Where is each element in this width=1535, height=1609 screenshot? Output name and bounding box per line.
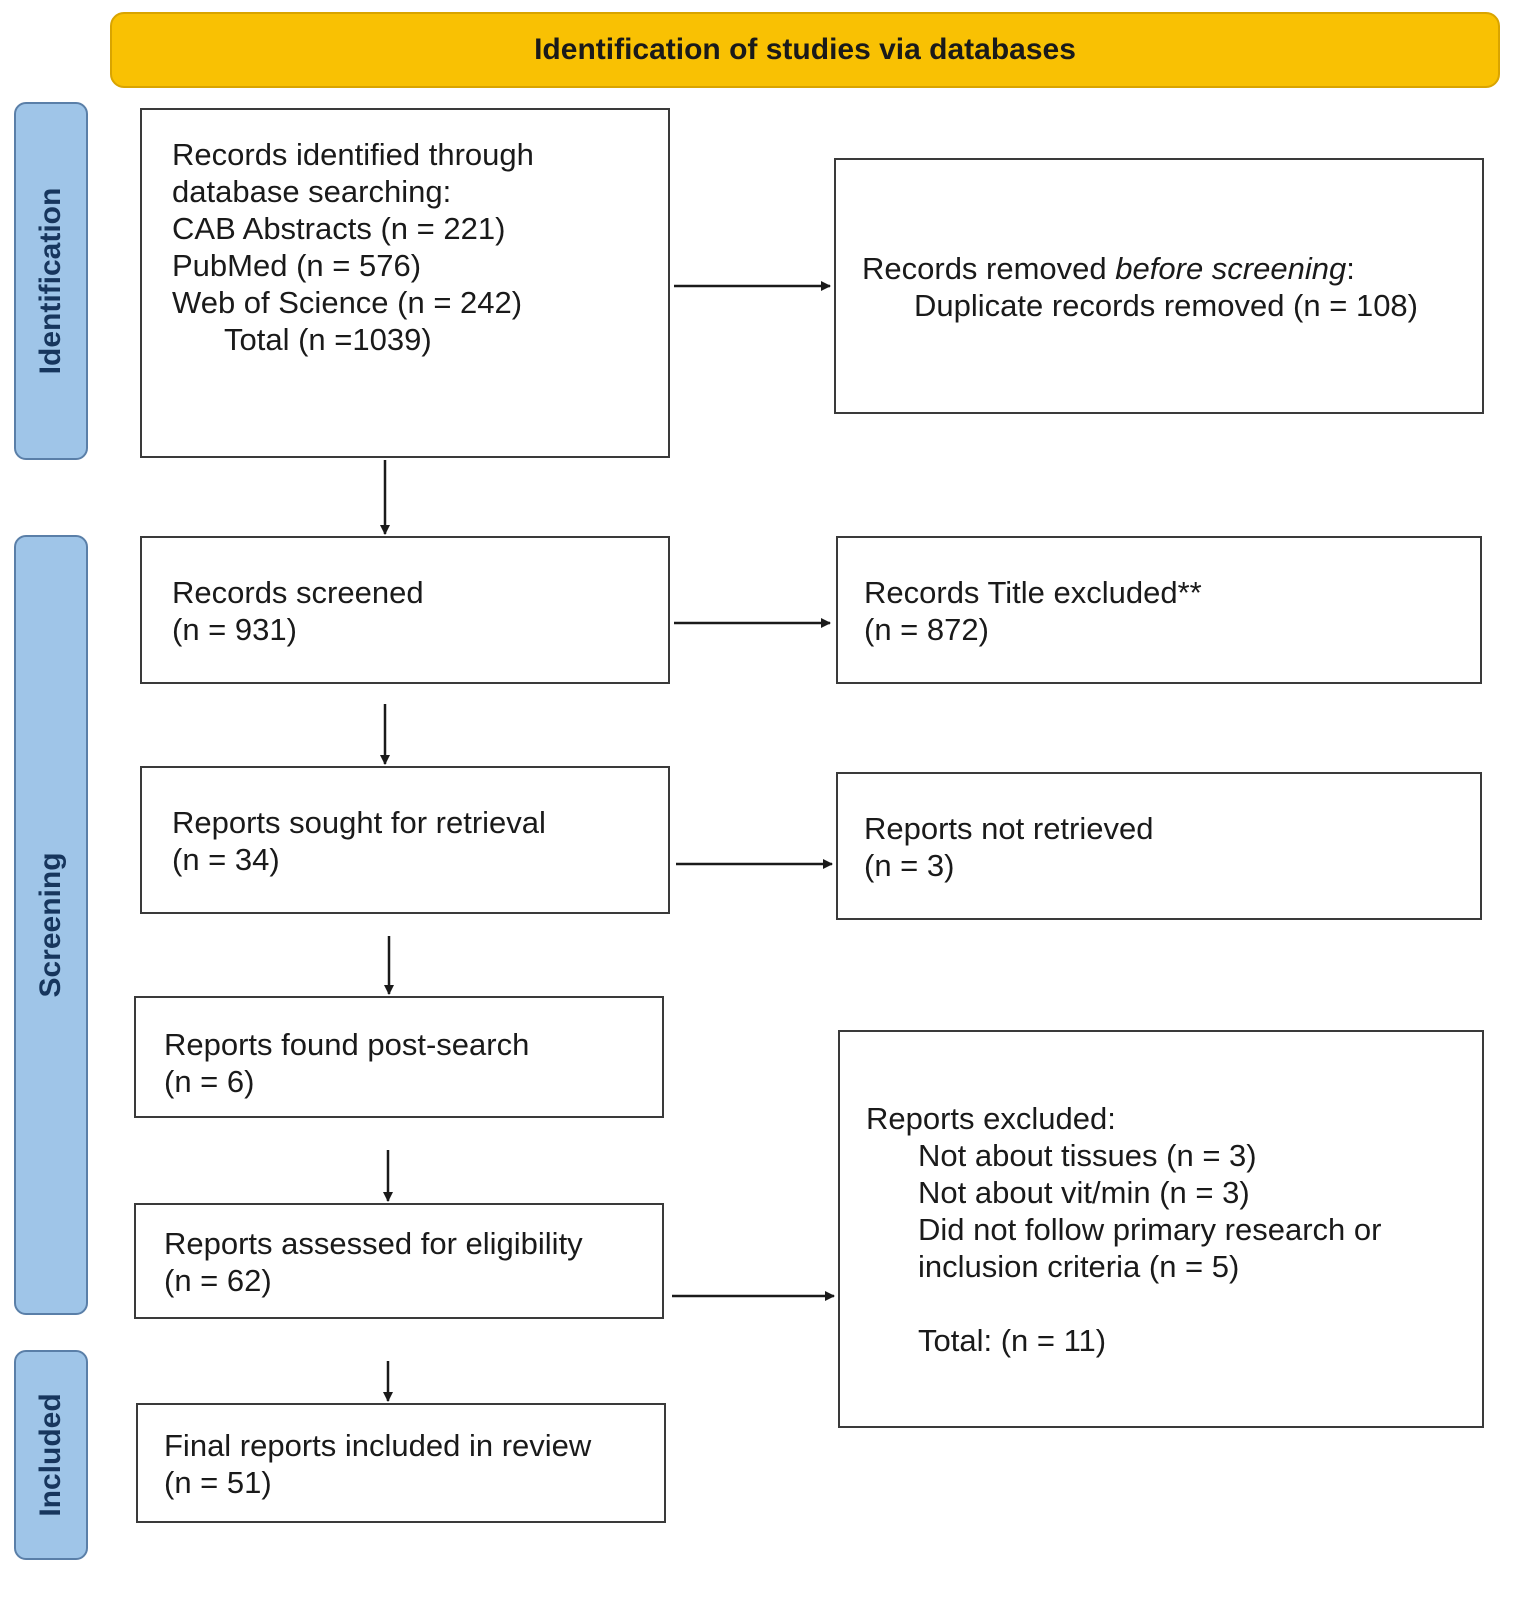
box-records-identified: Records identified through database sear… [140, 108, 670, 458]
box-reports-post-search: Reports found post-search (n = 6) [134, 996, 664, 1118]
records-screened-count: (n = 931) [172, 612, 297, 647]
box-reports-excluded: Reports excluded: Not about tissues (n =… [838, 1030, 1484, 1428]
box-reports-assessed: Reports assessed for eligibility (n = 62… [134, 1203, 664, 1319]
box-records-removed: Records removed before screening: Duplic… [834, 158, 1484, 414]
phase-screening: Screening [14, 535, 88, 1315]
records-identified-line2: database searching: [172, 174, 452, 209]
records-cab-abstracts: CAB Abstracts (n = 221) [172, 211, 506, 246]
records-removed-emphasis: before screening [1115, 251, 1347, 286]
records-removed-prefix: Records removed [862, 251, 1116, 286]
records-pubmed: PubMed (n = 576) [172, 248, 422, 283]
box-final-reports: Final reports included in review (n = 51… [136, 1403, 666, 1523]
post-search-label: Reports found post-search [164, 1027, 530, 1062]
records-total: Total (n =1039) [224, 322, 432, 357]
final-count: (n = 51) [164, 1465, 272, 1500]
box-reports-sought: Reports sought for retrieval (n = 34) [140, 766, 670, 914]
excluded-reason-vitmin: Not about vit/min (n = 3) [918, 1175, 1250, 1210]
reports-sought-count: (n = 34) [172, 842, 280, 877]
title-excluded-count: (n = 872) [864, 612, 989, 647]
phase-included: Included [14, 1350, 88, 1560]
excluded-reason-tissues: Not about tissues (n = 3) [918, 1138, 1257, 1173]
records-screened-label: Records screened [172, 575, 424, 610]
title-excluded-label: Records Title excluded** [864, 575, 1202, 610]
records-web-of-science: Web of Science (n = 242) [172, 285, 523, 320]
reports-sought-label: Reports sought for retrieval [172, 805, 546, 840]
not-retrieved-label: Reports not retrieved [864, 811, 1154, 846]
excluded-total: Total: (n = 11) [918, 1323, 1107, 1358]
not-retrieved-count: (n = 3) [864, 848, 955, 883]
excluded-reason-criteria-1: Did not follow primary research or [918, 1212, 1382, 1247]
records-identified-line1: Records identified through [172, 137, 534, 172]
box-records-screened: Records screened (n = 931) [140, 536, 670, 684]
records-removed-heading: Records removed before screening: [862, 250, 1482, 287]
records-removed-suffix: : [1346, 251, 1355, 286]
excluded-reason-criteria-2: inclusion criteria (n = 5) [918, 1249, 1240, 1284]
final-label: Final reports included in review [164, 1428, 592, 1463]
excluded-heading: Reports excluded: [866, 1101, 1116, 1136]
phase-identification: Identification [14, 102, 88, 460]
duplicate-records-removed: Duplicate records removed (n = 108) [914, 288, 1418, 323]
assessed-label: Reports assessed for eligibility [164, 1226, 583, 1261]
box-reports-not-retrieved: Reports not retrieved (n = 3) [836, 772, 1482, 920]
header-banner: Identification of studies via databases [110, 12, 1500, 88]
header-title: Identification of studies via databases [534, 33, 1076, 66]
post-search-count: (n = 6) [164, 1064, 255, 1099]
box-title-excluded: Records Title excluded** (n = 872) [836, 536, 1482, 684]
assessed-count: (n = 62) [164, 1263, 272, 1298]
